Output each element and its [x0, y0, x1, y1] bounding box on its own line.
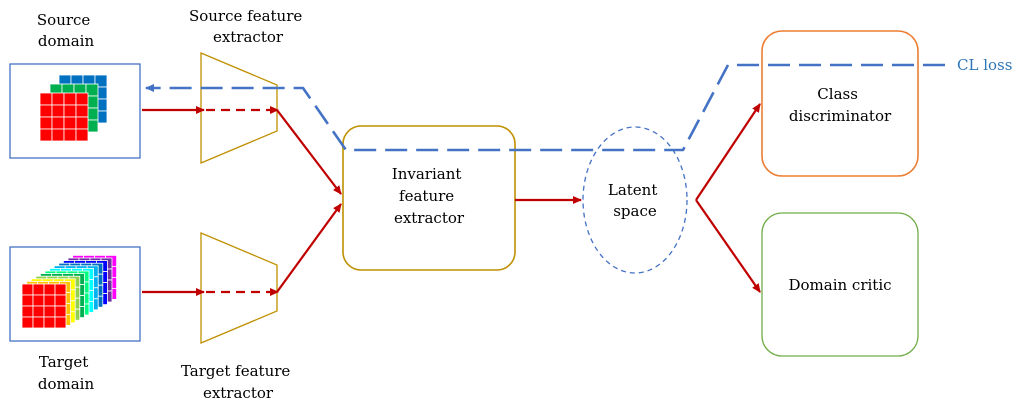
- class-discriminator-box: [761, 30, 919, 177]
- target-feature-extractor-label: Target feature extractor: [181, 362, 295, 402]
- target-data-image: [21, 254, 117, 329]
- invariant-feature-extractor-box: [342, 125, 516, 271]
- source-feature-extractor-shape: [200, 52, 278, 164]
- source-domain-label: Source domain: [37, 11, 95, 50]
- latent-space-label: Latent space: [608, 181, 662, 220]
- source-grid-layer: [39, 92, 89, 142]
- source-feature-extractor-label: Source feature extractor: [189, 7, 307, 46]
- source-to-invariant-arrow: [276, 109, 342, 195]
- class-discriminator-label: Class discriminator: [789, 85, 892, 125]
- source-data-image: [39, 74, 108, 142]
- invariant-feature-extractor-label: Invariant feature extractor: [392, 165, 466, 227]
- latent-to-critic-arrow: [695, 199, 761, 293]
- latent-space-ellipse: [582, 126, 688, 274]
- cl-loss-feedback-path: [145, 63, 945, 152]
- target-feature-extractor-shape: [200, 232, 278, 344]
- target-grid-layer: [21, 283, 67, 329]
- latent-to-class-arrow: [695, 103, 761, 201]
- domain-critic-box: [761, 212, 919, 357]
- cl-loss-label: CL loss: [957, 56, 1012, 74]
- target-to-invariant-arrow: [276, 203, 342, 293]
- domain-critic-label: Domain critic: [788, 276, 891, 294]
- target-domain-label: Target domain: [38, 353, 95, 393]
